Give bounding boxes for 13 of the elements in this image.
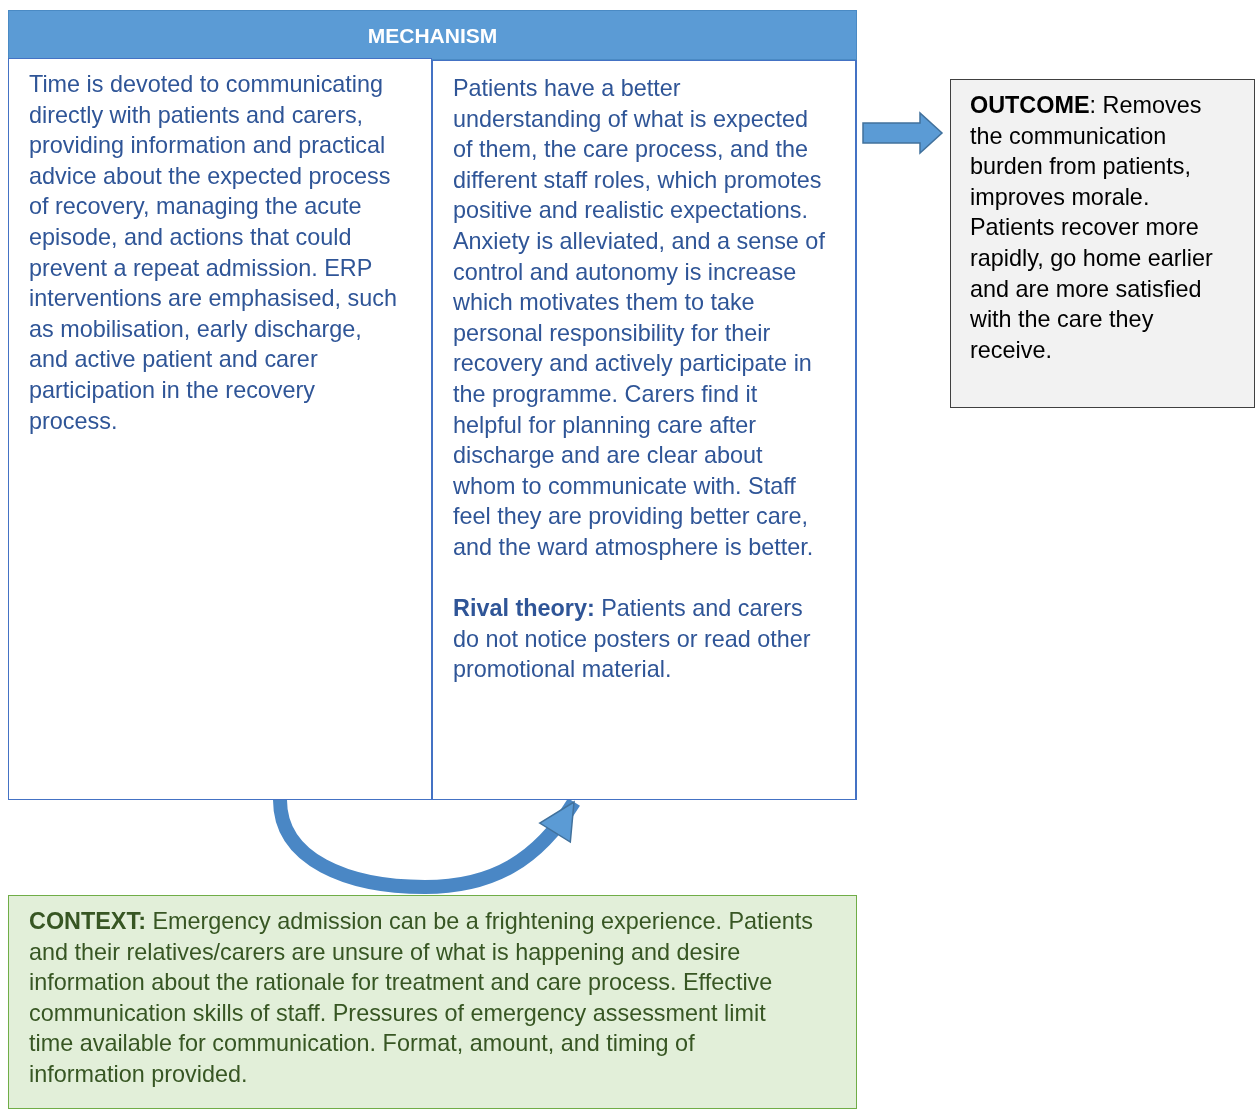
paragraph: OUTCOME: Removes the communication burden from patients, improves morale. Patients recover more rapidly, go home earlier and are more satisfied with the care they receive. xyxy=(970,91,1214,365)
mechanism-panel xyxy=(8,10,857,800)
outcome-box xyxy=(950,79,1255,408)
paragraph: Patients have a better understanding of what is expected of them, the care process, and the different staff roles, which promotes positive and realistic expectations. Anxiety is alleviated, and a sense of control and autonomy is increase which motivates them to take personal responsibility for their recovery and actively participate in the programme. Carers find it helpful for planning care after discharge and are clear about whom to communicate with. Staff feel they are providing better care, and the ward atmosphere is better. xyxy=(453,74,826,562)
paragraph: Time is devoted to communicating directly with patients and carers, providing information and practical advice about the expected process of recovery, managing the acute episode, and actions that could prevent a repeat admission. ERP interventions are emphasised, such as mobilisation, early discharge, and active patient and carer participation in the recovery process. xyxy=(29,70,398,436)
text-column xyxy=(432,60,856,800)
paragraph: CONTEXT: Emergency admission can be a frightening experience. Patients and their relatives/carers are unsure of what is happening and desire information about the rationale for treatment and care process. Effective communication skills of staff. Pressures of emergency assessment limit time available for communication. Format, amount, and timing of information provided. xyxy=(29,907,814,1089)
block-arrow xyxy=(862,111,944,155)
curved-arrow xyxy=(273,798,580,894)
panel-heading: MECHANISM xyxy=(8,10,857,60)
context-box xyxy=(8,895,857,1109)
paragraph: Rival theory: Patients and carers do not notice posters or read other promotional material. xyxy=(453,594,812,685)
text-column xyxy=(8,58,432,800)
